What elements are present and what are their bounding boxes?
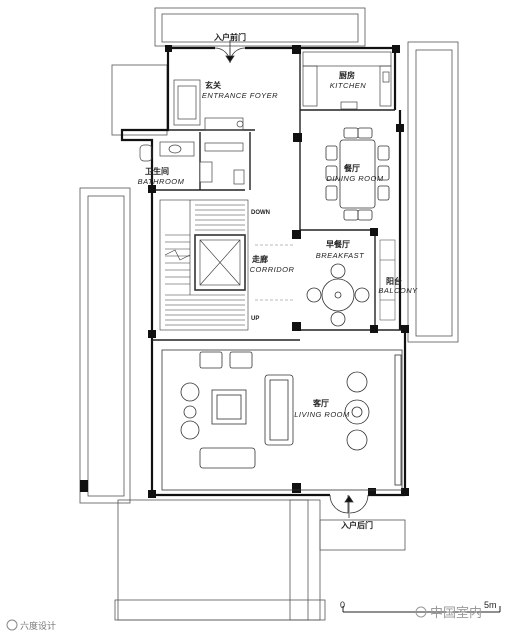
scale-bar: 0 5m	[340, 600, 501, 613]
kitchen-label-en: KITCHEN	[330, 81, 367, 90]
front-door-label: 入户前门	[213, 32, 246, 42]
back-door	[329, 494, 369, 518]
foyer-furniture	[173, 79, 244, 131]
balcony-details	[379, 239, 396, 321]
scale-start-label: 0	[340, 600, 345, 610]
living-label-cn: 客厅	[312, 398, 329, 408]
breakfast-label-cn: 早餐厅	[326, 239, 350, 249]
balcony-label-en: BALCONY	[378, 286, 418, 295]
breakfast-table	[306, 263, 370, 327]
watermark-left: 六度设计	[6, 619, 56, 632]
staircase	[159, 199, 249, 331]
watermark-right: 中国室内	[415, 605, 482, 621]
front-door	[214, 40, 246, 64]
dining-label-en: DINING ROOM	[326, 174, 383, 183]
bathroom-label-cn: 卫生间	[145, 166, 169, 176]
stairs-up-label: UP	[251, 316, 259, 322]
watermark-left-text: 六度设计	[20, 620, 56, 632]
dining-label-cn: 餐厅	[343, 163, 360, 173]
watermark-right-text: 中国室内	[430, 605, 482, 621]
balcony-label-cn: 阳台	[386, 276, 402, 286]
zone-lines	[255, 244, 295, 301]
kitchen-label-cn: 厨房	[339, 70, 355, 80]
foyer-label-cn: 玄关	[205, 80, 221, 90]
back-door-label: 入户后门	[340, 520, 373, 530]
interior-walls	[152, 50, 405, 341]
corridor-label-cn: 走廊	[251, 254, 268, 264]
dining-table	[325, 127, 390, 221]
structural-columns	[80, 45, 409, 498]
breakfast-label-en: BREAKFAST	[316, 251, 365, 260]
scale-end-label: 5m	[484, 600, 497, 610]
corridor-label-en: CORRIDOR	[250, 265, 295, 274]
terrace-outlines	[79, 7, 459, 621]
bathroom-label-en: BATHROOM	[138, 177, 185, 186]
living-label-en: LIVING ROOM	[294, 410, 350, 419]
stair-treads	[165, 204, 245, 326]
bathroom-fixtures	[139, 141, 245, 185]
living-room-furniture	[161, 349, 403, 491]
stairs-down-label: DOWN	[251, 210, 270, 216]
foyer-label-en: ENTRANCE FOYER	[202, 91, 278, 100]
kitchen-furniture	[302, 51, 392, 110]
